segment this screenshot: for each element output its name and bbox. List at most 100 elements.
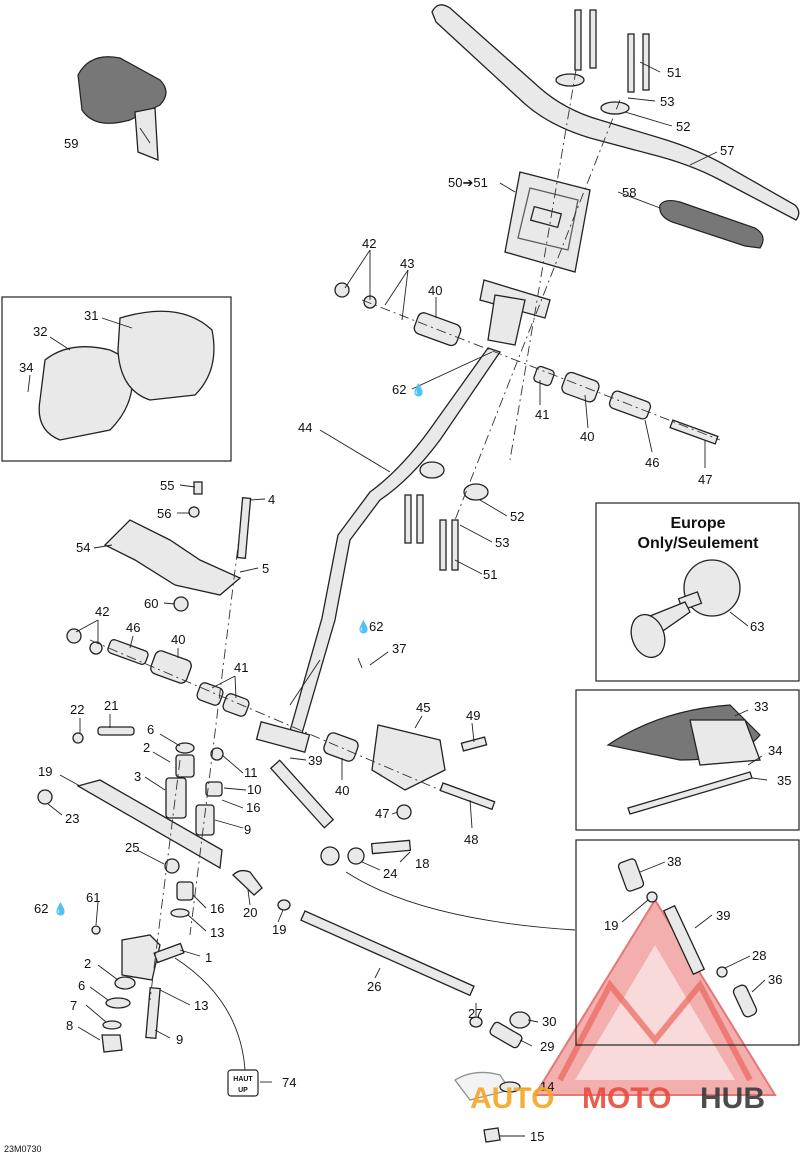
label-62-mid: 62 [369, 619, 383, 634]
oil-drop-icon: 💧 [356, 620, 371, 634]
label-41-upper: 41 [535, 407, 549, 422]
leader-lines [27, 61, 768, 1137]
label-2-upper: 2 [143, 740, 150, 755]
label-20: 20 [243, 905, 257, 920]
label-51-lower: 51 [483, 567, 497, 582]
label-14: 14 [540, 1079, 554, 1094]
label-45: 45 [416, 700, 430, 715]
label-32: 33 [754, 699, 768, 714]
label-44: 44 [298, 420, 312, 435]
label-8: 8 [66, 1018, 73, 1033]
part-labels: 51 53 52 57 50➔51 58 59 42 43 40 31 32 3… [4, 65, 791, 1154]
label-46-right: 46 [645, 455, 659, 470]
inset-boot-box [1, 296, 232, 462]
label-62-upper: 62 [392, 382, 406, 397]
handlebar-clamp-block [504, 171, 591, 273]
label-52-lower: 52 [510, 509, 524, 524]
column-pad [77, 56, 167, 161]
label-33: 34 [768, 743, 782, 758]
label-27-inset: 28 [752, 948, 766, 963]
label-38: 39 [716, 908, 730, 923]
label-4: 4 [268, 492, 275, 507]
label-15: 15 [530, 1129, 544, 1144]
label-29: 30 [542, 1014, 556, 1029]
watermark-auto: AUTO [470, 1082, 554, 1115]
label-51-top: 51 [667, 65, 681, 80]
label-52-top: 52 [676, 119, 690, 134]
label-37: 38 [667, 854, 681, 869]
label-12: 11 [244, 765, 258, 780]
label-16-lower: 16 [210, 901, 224, 916]
label-25: 25 [125, 840, 139, 855]
label-2-lower: 2 [84, 956, 91, 971]
label-56: 56 [157, 506, 171, 521]
oil-drop-icon: 💧 [53, 902, 68, 916]
label-30: 31 [84, 308, 98, 323]
label-16-upper: 16 [246, 800, 260, 815]
label-19: 19 [272, 922, 286, 937]
label-9: 9 [176, 1032, 183, 1047]
label-61: 61 [86, 890, 100, 905]
label-22: 22 [70, 702, 84, 717]
label-31: 32 [33, 324, 47, 339]
watermark-hub: HUB [700, 1082, 765, 1115]
label-59: 58 [622, 185, 636, 200]
label-42-upper: 42 [362, 236, 376, 251]
label-74: 74 [282, 1075, 296, 1090]
label-3: 3 [134, 769, 141, 784]
label-62-lower: 62 [34, 901, 48, 916]
label-47-base: 48 [464, 832, 478, 847]
label-1: 1 [205, 950, 212, 965]
label-21: 21 [104, 698, 118, 713]
watermark-moto: MOTO [582, 1082, 671, 1115]
label-53-top: 53 [660, 94, 674, 109]
column-base-bracket [255, 721, 496, 820]
label-23: 23 [65, 811, 79, 826]
label-40-upper: 40 [428, 283, 442, 298]
label-43: 43 [400, 256, 414, 271]
label-54: 54 [76, 540, 90, 555]
clamp-bolts-top [555, 9, 650, 115]
label-6-upper: 6 [147, 722, 154, 737]
haut-up-line2: UP [238, 1087, 248, 1094]
label-28: 29 [540, 1039, 554, 1054]
label-36: 37 [392, 641, 406, 656]
handlebar [431, 4, 800, 221]
lower-clamps [404, 461, 489, 571]
label-11: 10 [247, 782, 261, 797]
haut-up-badge: HAUT UP [227, 1069, 259, 1097]
label-24: 24 [383, 866, 397, 881]
europe-title-line2: Only/Seulement [638, 535, 760, 552]
label-58: 57 [720, 143, 734, 158]
label-17: 19 [38, 764, 52, 779]
label-42-lower: 42 [95, 604, 109, 619]
label-35: 36 [768, 972, 782, 987]
steering-link [269, 759, 412, 866]
label-50-51: 50➔51 [448, 175, 488, 190]
label-55: 55 [160, 478, 174, 493]
lower-steering-mechanism [37, 726, 531, 1143]
label-57: 60 [144, 596, 158, 611]
label-60: 59 [64, 136, 78, 151]
label-27: 27 [468, 1006, 482, 1021]
label-5: 5 [262, 561, 269, 576]
label-7: 7 [70, 998, 77, 1013]
label-49: 49 [466, 708, 480, 723]
haut-up-line1: HAUT [233, 1076, 253, 1083]
europe-title-line1: Europe [670, 515, 725, 532]
label-19-inset: 19 [604, 918, 618, 933]
label-34-box: 35 [777, 773, 791, 788]
column-bracket [103, 481, 252, 612]
label-6-lower: 6 [78, 978, 85, 993]
label-26: 26 [367, 979, 381, 994]
label-40-right: 40 [580, 429, 594, 444]
label-41-lower: 41 [234, 660, 248, 675]
inset-boot-box-2 [575, 689, 800, 831]
label-13-upper: 13 [210, 925, 224, 940]
label-48: 47 [375, 806, 389, 821]
label-40-base: 40 [335, 783, 349, 798]
inset-tie-rod-box [575, 839, 800, 1046]
label-34-inset: 34 [19, 360, 33, 375]
label-63: 63 [750, 619, 764, 634]
